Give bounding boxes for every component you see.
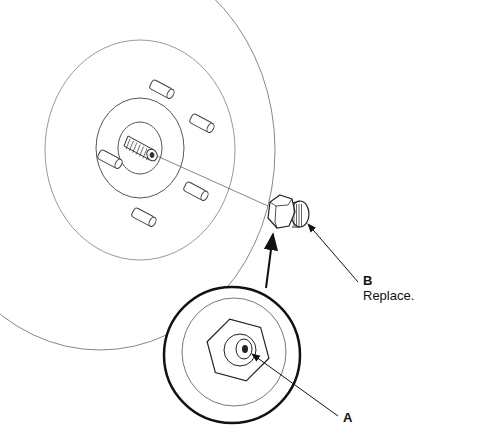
hub-flange <box>96 98 184 198</box>
center-line <box>157 156 268 206</box>
leader-line <box>252 354 338 416</box>
spindle-nut <box>268 195 309 228</box>
leader-line <box>308 224 358 282</box>
detail-inset <box>164 287 300 423</box>
spindle <box>124 136 159 163</box>
wheel-studs <box>97 79 216 228</box>
callout-letter: B <box>363 273 372 288</box>
callout-letter: A <box>343 410 352 425</box>
detail-arrow <box>266 234 273 288</box>
note-text: Replace. <box>363 288 414 303</box>
disc-hat <box>45 40 235 260</box>
hub-bore <box>118 122 162 174</box>
